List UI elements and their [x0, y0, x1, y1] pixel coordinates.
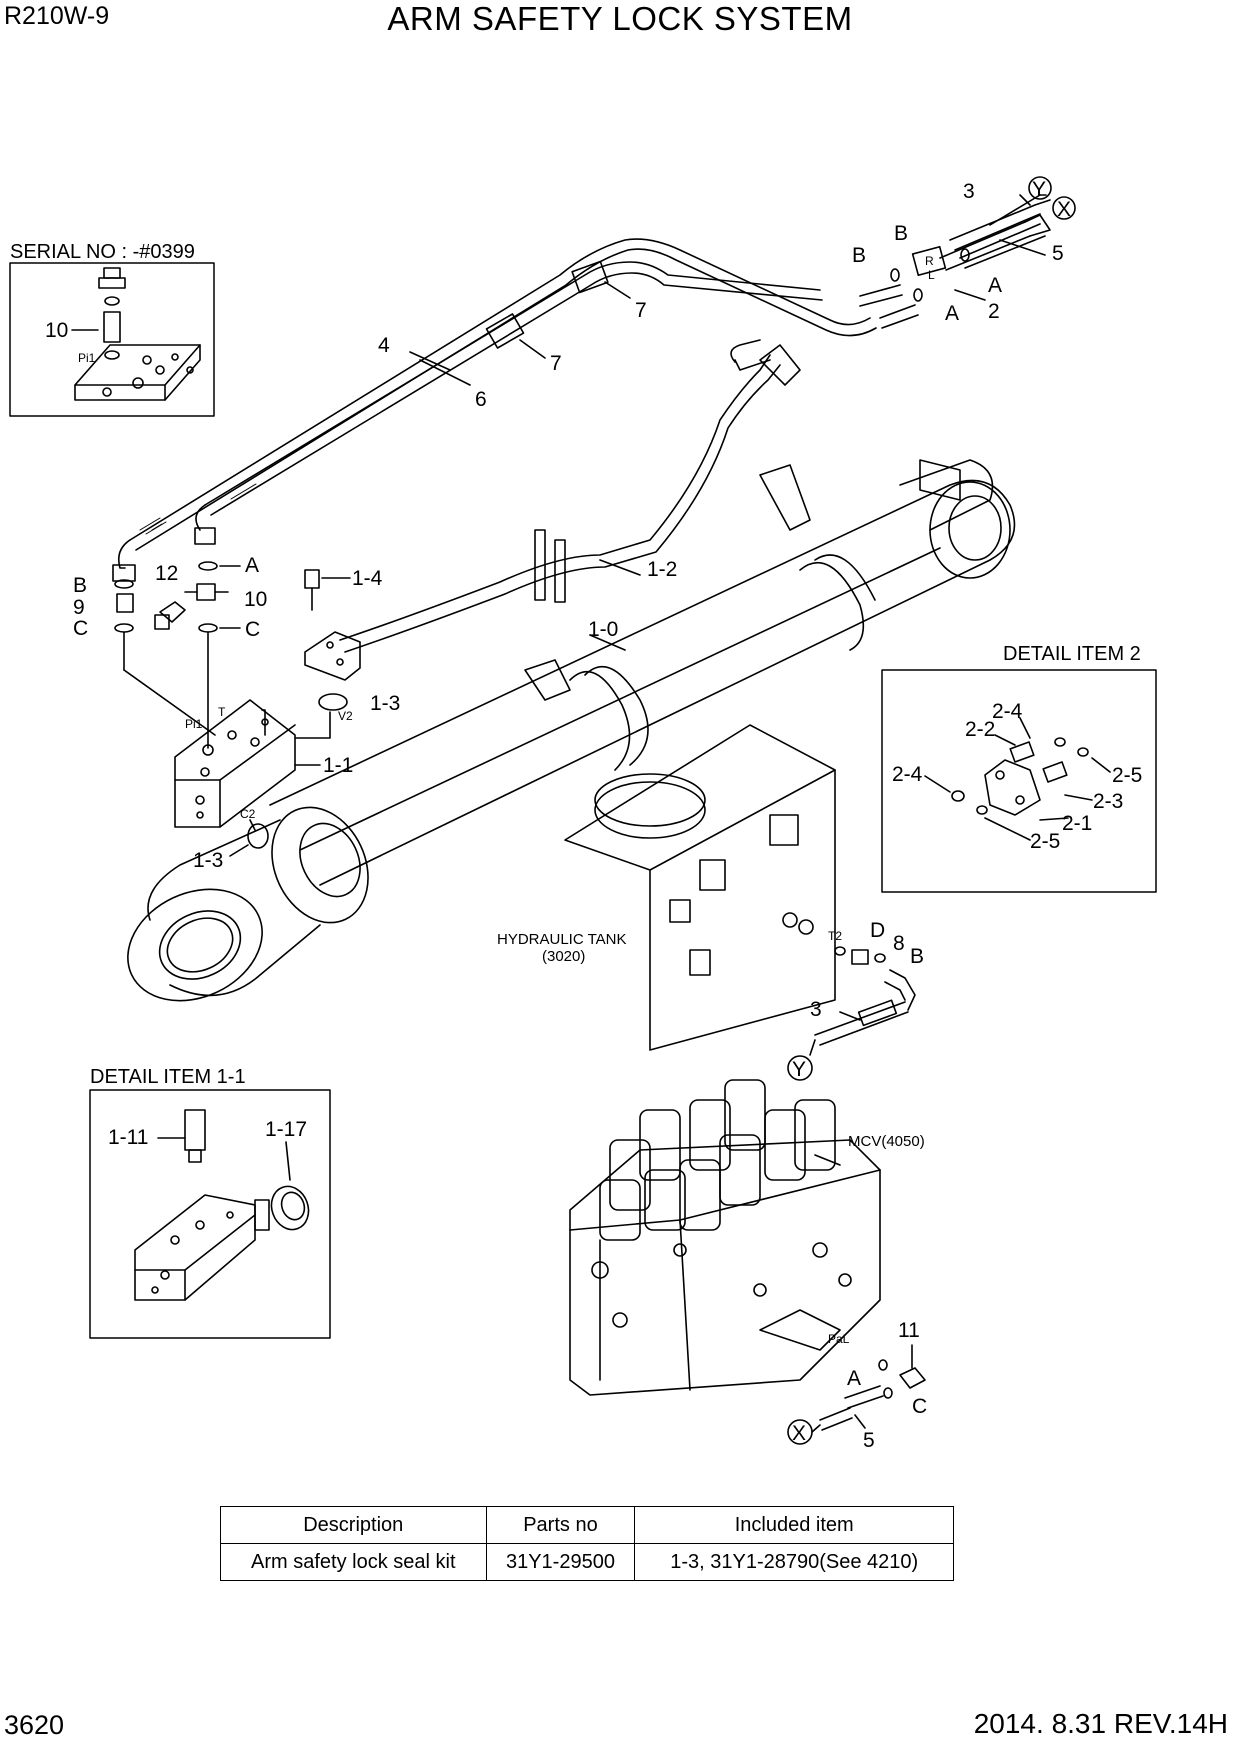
- callout-12: 12: [155, 562, 178, 585]
- hydraulic-tank-label: HYDRAULIC TANK: [497, 931, 626, 948]
- serial-callout-10: 10: [45, 319, 68, 342]
- main-control-valve: MCV(4050) PaL: [569, 1079, 925, 1396]
- port-t2: T2: [828, 929, 842, 943]
- callout-a-left: A: [245, 554, 259, 577]
- tank-return-fittings: Y 3 D 8 B: [787, 919, 924, 1081]
- detail-item-2-inset: DETAIL ITEM 2 2-4 2-2 2-4 2-5 2-3 2-1 2-…: [881, 643, 1157, 893]
- callout-3-top: 3: [963, 180, 975, 203]
- hoses-4-6: 4 6 7 7: [112, 238, 877, 582]
- parts-table: Description Parts no Included item Arm s…: [220, 1506, 954, 1581]
- callout-y-top: Y: [1032, 178, 1046, 201]
- detail-item-1-1-inset: DETAIL ITEM 1-1 1-11 1-17: [89, 1066, 331, 1339]
- callout-8: 8: [893, 932, 905, 955]
- mcv-pilot-fittings: X 5 11 A C: [787, 1319, 927, 1452]
- detail11-callout-1-11: 1-11: [108, 1126, 148, 1149]
- page-title: ARM SAFETY LOCK SYSTEM: [387, 0, 853, 37]
- cell-description: Arm safety lock seal kit: [220, 1543, 487, 1581]
- table-row: Arm safety lock seal kit 31Y1-29500 1-3,…: [220, 1543, 954, 1581]
- callout-c-left2: C: [245, 618, 260, 641]
- detail2-callout-2-5a: 2-5: [1112, 764, 1142, 787]
- callout-2: 2: [988, 300, 1000, 323]
- callout-7a: 7: [550, 352, 562, 375]
- detail-item-1-1-title: DETAIL ITEM 1-1: [90, 1066, 246, 1088]
- mcv-spools: [599, 1079, 836, 1241]
- callout-11: 11: [898, 1319, 920, 1342]
- callout-a-top2: A: [945, 302, 959, 325]
- serial-port-pi1: Pi1: [78, 351, 96, 365]
- callout-5-top: 5: [1052, 242, 1064, 265]
- callout-x-top: X: [1057, 198, 1071, 221]
- valve-block-1-1: Pi1 T C2 1-1 1-3 V2 1-3: [174, 692, 400, 872]
- port-pal: PaL: [828, 1332, 850, 1346]
- parts-table-header-row: Description Parts no Included item: [220, 1506, 954, 1544]
- col-parts-no: Parts no: [485, 1506, 636, 1544]
- revision-date: 2014. 8.31 REV.14H: [973, 1708, 1228, 1739]
- pipe-1-2: 1-4 1-2: [304, 339, 801, 681]
- serial-inset: SERIAL NO : -#0399 10 Pi1: [9, 241, 215, 417]
- callout-9: 9: [73, 596, 85, 619]
- cell-parts-no: 31Y1-29500: [485, 1543, 636, 1581]
- detail2-callout-2-5b: 2-5: [1030, 830, 1060, 853]
- serial-inset-title: SERIAL NO : -#0399: [10, 241, 195, 263]
- callout-c-bottom: C: [912, 1395, 927, 1418]
- callout-1-1: 1-1: [323, 754, 353, 777]
- detail2-callout-2-1: 2-1: [1062, 812, 1092, 835]
- detail-item-2-title: DETAIL ITEM 2: [1003, 643, 1141, 665]
- callout-10: 10: [244, 588, 267, 611]
- top-right-fittings: Y X 3 5 B B R L A A 2: [852, 176, 1076, 329]
- callout-a-bottom: A: [847, 1367, 861, 1390]
- detail2-callout-2-2: 2-2: [965, 718, 995, 741]
- detail2-callout-2-3: 2-3: [1093, 790, 1123, 813]
- port-v2: V2: [338, 709, 353, 723]
- arm-cylinder-1-0: 1-0: [127, 459, 1016, 1002]
- callout-1-4: 1-4: [352, 567, 383, 590]
- callout-b-top2: B: [852, 244, 866, 267]
- port-l: L: [928, 268, 935, 282]
- detail11-callout-1-17: 1-17: [265, 1118, 307, 1141]
- callout-y-mid: Y: [792, 1058, 806, 1081]
- left-fittings: B 9 C 12 A 10 C: [73, 554, 267, 749]
- callout-6: 6: [475, 388, 487, 411]
- callout-1-2: 1-2: [647, 558, 677, 581]
- callout-b-right: B: [910, 945, 924, 968]
- detail2-callout-2-4a: 2-4: [992, 700, 1023, 723]
- hydraulic-tank: HYDRAULIC TANK (3020) T2: [497, 724, 842, 1051]
- callout-1-3a: 1-3: [370, 692, 400, 715]
- mcv-label: MCV(4050): [848, 1133, 925, 1150]
- callout-b-top1: B: [894, 222, 908, 245]
- callout-b-left: B: [73, 574, 87, 597]
- callout-x-bottom: X: [792, 1422, 806, 1445]
- detail2-callout-2-4b: 2-4: [892, 763, 923, 786]
- callout-3-mid: 3: [810, 998, 822, 1021]
- port-t: T: [218, 705, 226, 719]
- callout-d: D: [870, 919, 885, 942]
- port-pi1: Pi1: [185, 717, 203, 731]
- col-description: Description: [220, 1506, 487, 1544]
- callout-a-top1: A: [988, 274, 1002, 297]
- hydraulic-tank-ref: (3020): [542, 948, 585, 965]
- callout-1-0: 1-0: [588, 618, 618, 641]
- callout-7b: 7: [635, 299, 647, 322]
- callout-4: 4: [378, 334, 390, 357]
- callout-1-3b: 1-3: [193, 849, 223, 872]
- page-number: 3620: [4, 1710, 65, 1740]
- callout-c-left: C: [73, 617, 88, 640]
- port-c2: C2: [240, 807, 256, 821]
- callout-5-bottom: 5: [863, 1429, 875, 1452]
- port-r: R: [925, 254, 934, 268]
- col-included-item: Included item: [634, 1506, 954, 1544]
- cell-included-item: 1-3, 31Y1-28790(See 4210): [634, 1543, 954, 1581]
- model-number: R210W-9: [4, 2, 110, 30]
